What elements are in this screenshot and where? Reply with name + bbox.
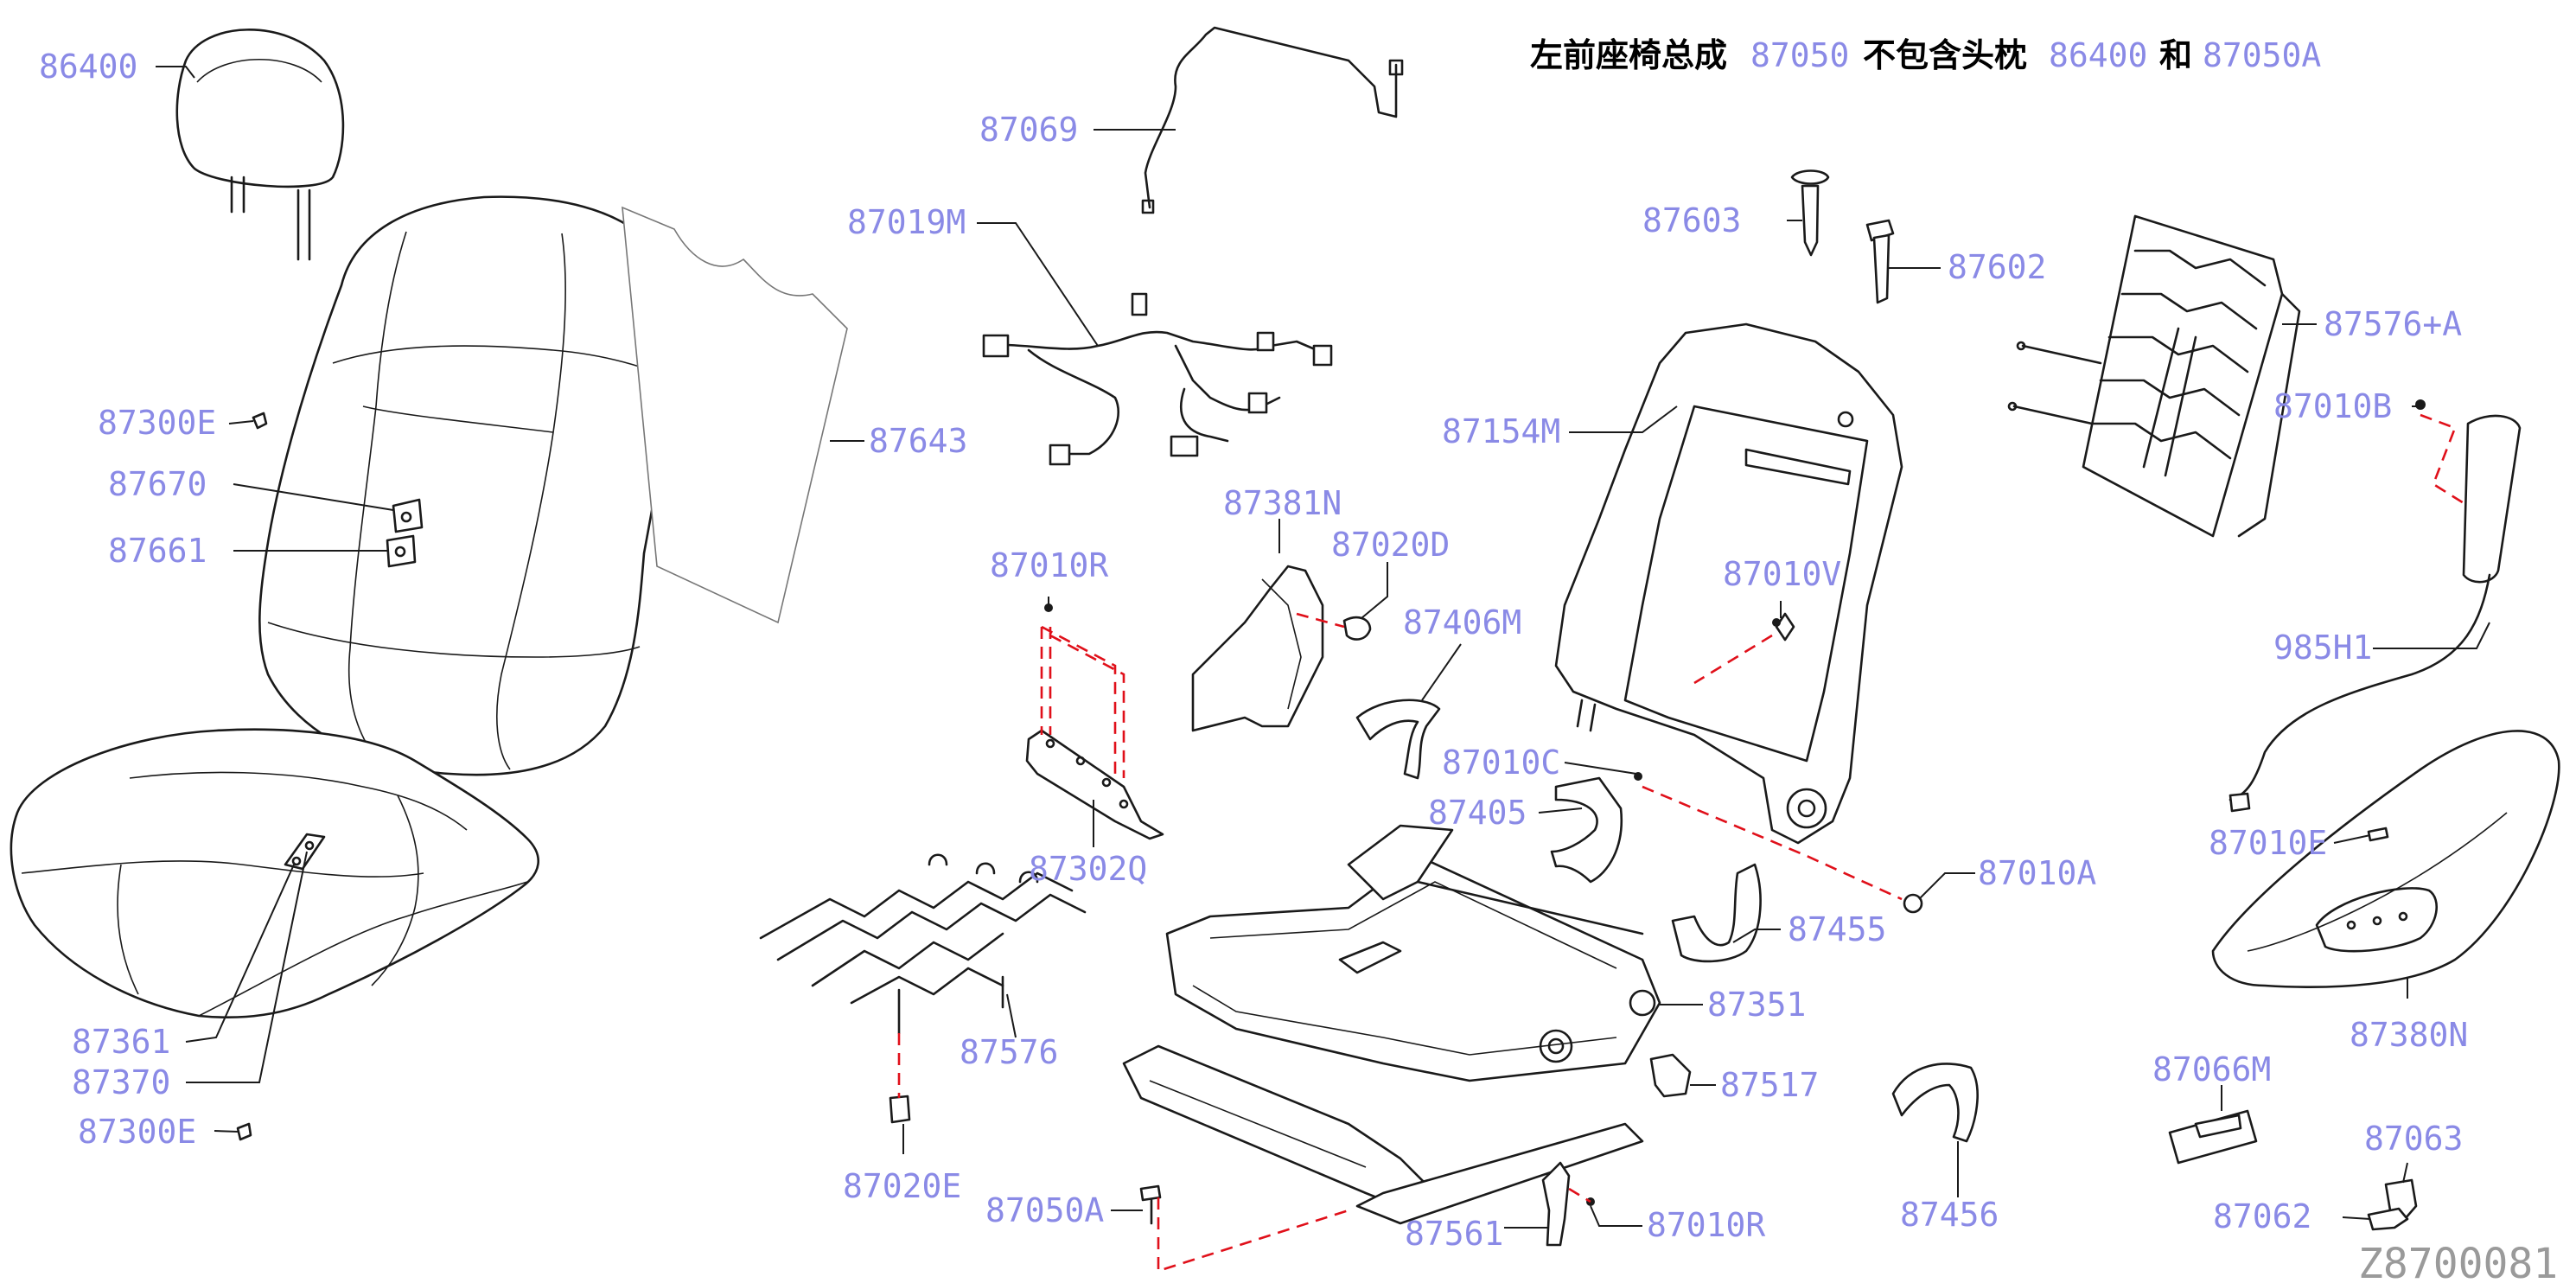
label-87405[interactable]: 87405 xyxy=(1428,794,1527,832)
label-87576A[interactable]: 87576+A xyxy=(2324,305,2462,343)
label-87661[interactable]: 87661 xyxy=(108,532,207,570)
harness-87019M-drawing xyxy=(982,292,1333,466)
label-87370[interactable]: 87370 xyxy=(72,1063,170,1101)
diagram-code: Z8700081 xyxy=(2358,1240,2558,1283)
label-87602[interactable]: 87602 xyxy=(1948,248,2046,286)
label-87351[interactable]: 87351 xyxy=(1707,986,1806,1024)
seatback-cushion-drawing xyxy=(258,195,682,776)
label-87381N[interactable]: 87381N xyxy=(1223,484,1342,522)
label-87406M[interactable]: 87406M xyxy=(1403,603,1521,642)
label-87010R-bottom[interactable]: 87010R xyxy=(1647,1206,1765,1244)
title-code2[interactable]: 86400 xyxy=(2049,36,2147,74)
label-87456[interactable]: 87456 xyxy=(1900,1196,1999,1234)
label-87010R-top[interactable]: 87010R xyxy=(990,546,1108,584)
label-87300E-bottom[interactable]: 87300E xyxy=(78,1113,196,1151)
cover-87455-drawing xyxy=(1671,863,1762,963)
label-87603[interactable]: 87603 xyxy=(1642,201,1741,239)
label-87069[interactable]: 87069 xyxy=(979,111,1078,149)
label-87010B[interactable]: 87010B xyxy=(2273,387,2392,425)
label-87455[interactable]: 87455 xyxy=(1788,910,1886,948)
frame-87154M-drawing xyxy=(1554,322,1903,845)
label-87154M[interactable]: 87154M xyxy=(1442,412,1560,450)
airbag-985H1-drawing xyxy=(2228,414,2522,813)
fastener-drawings xyxy=(236,399,2426,1225)
label-87010V[interactable]: 87010V xyxy=(1723,555,1841,593)
label-87050A[interactable]: 87050A xyxy=(985,1191,1104,1229)
bracket-87561-drawing xyxy=(1541,1161,1571,1247)
seat-cushion-drawing xyxy=(10,728,540,1019)
label-87010E[interactable]: 87010E xyxy=(2209,824,2327,862)
label-87576[interactable]: 87576 xyxy=(960,1033,1058,1071)
harness-87069-drawing xyxy=(1141,26,1404,214)
headrest-drawing xyxy=(175,29,345,261)
frame-87351-drawing xyxy=(1122,824,1661,1225)
label-87361[interactable]: 87361 xyxy=(72,1023,170,1061)
label-87020E[interactable]: 87020E xyxy=(843,1167,961,1205)
label-87019M[interactable]: 87019M xyxy=(847,203,966,241)
guide-87603-drawing xyxy=(1790,169,1830,257)
bracket-87302Q-drawing xyxy=(1025,729,1164,840)
label-87643[interactable]: 87643 xyxy=(869,422,967,460)
label-87380N[interactable]: 87380N xyxy=(2350,1016,2468,1054)
title-code3[interactable]: 87050A xyxy=(2203,36,2321,74)
label-985H1[interactable]: 985H1 xyxy=(2273,629,2372,667)
part-labels: 86400 87300E 87670 87661 87361 87370 873… xyxy=(39,48,2468,1253)
clip-87517-drawing xyxy=(1649,1053,1692,1098)
label-87302Q[interactable]: 87302Q xyxy=(1029,850,1147,888)
title-part1: 左前座椅总成 xyxy=(1530,36,1727,74)
switch-87066M-drawing xyxy=(2168,1109,2258,1165)
leader-lines xyxy=(156,66,2490,1229)
cover-87406M-drawing xyxy=(1355,699,1441,780)
label-87010C[interactable]: 87010C xyxy=(1442,744,1560,782)
spring-87576-drawing xyxy=(759,853,1087,1035)
install-dashed-lines xyxy=(897,413,2469,1273)
label-87020D[interactable]: 87020D xyxy=(1331,526,1450,564)
label-87063[interactable]: 87063 xyxy=(2364,1120,2463,1158)
cover-87456-drawing xyxy=(1891,1063,1979,1143)
trim-87381N-drawing xyxy=(1191,565,1372,732)
title-part3: 和 xyxy=(2159,36,2192,74)
mat-87576A-drawing xyxy=(2007,214,2301,538)
pad-87643-drawing xyxy=(622,206,848,624)
label-87066M[interactable]: 87066M xyxy=(2152,1050,2271,1088)
label-87062[interactable]: 87062 xyxy=(2213,1197,2311,1235)
label-86400[interactable]: 86400 xyxy=(39,48,137,86)
guide-87602-drawing xyxy=(1865,219,1895,304)
title-code1[interactable]: 87050 xyxy=(1750,36,1849,74)
label-87561[interactable]: 87561 xyxy=(1405,1215,1503,1253)
label-87670[interactable]: 87670 xyxy=(108,465,207,503)
cover-87380N-drawing xyxy=(2211,730,2560,988)
diagram-title: 左前座椅总成 87050 不包含头枕 86400 和 87050A xyxy=(1530,36,2321,74)
cover-87405-drawing xyxy=(1550,776,1623,884)
label-87300E-top[interactable]: 87300E xyxy=(98,404,216,442)
title-part2: 不包含头枕 xyxy=(1863,36,2027,74)
knob-87062-drawing xyxy=(2367,1207,2409,1231)
label-87517[interactable]: 87517 xyxy=(1720,1066,1819,1104)
label-87010A[interactable]: 87010A xyxy=(1978,854,2096,892)
